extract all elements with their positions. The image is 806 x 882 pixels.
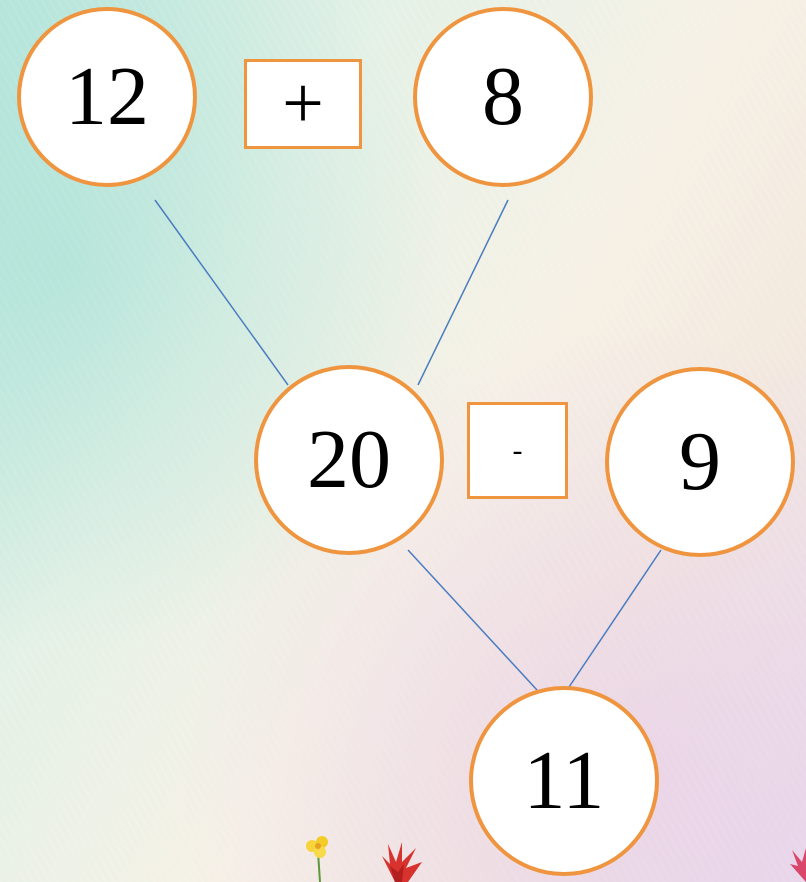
node-8: 8	[413, 7, 593, 187]
node-9: 9	[605, 367, 795, 557]
node-11: 11	[469, 686, 659, 876]
operator-plus: +	[244, 59, 362, 149]
node-20: 20	[254, 365, 444, 555]
flower-red-icon	[360, 838, 430, 882]
node-12: 12	[17, 7, 197, 187]
connector-20-11	[408, 550, 537, 690]
flower-yellow-icon	[298, 832, 338, 882]
flower-pink-icon	[782, 844, 806, 882]
connector-12-20	[155, 200, 288, 385]
connector-8-20	[418, 200, 508, 385]
operator-minus: -	[467, 402, 568, 499]
connector-9-11	[567, 550, 661, 690]
